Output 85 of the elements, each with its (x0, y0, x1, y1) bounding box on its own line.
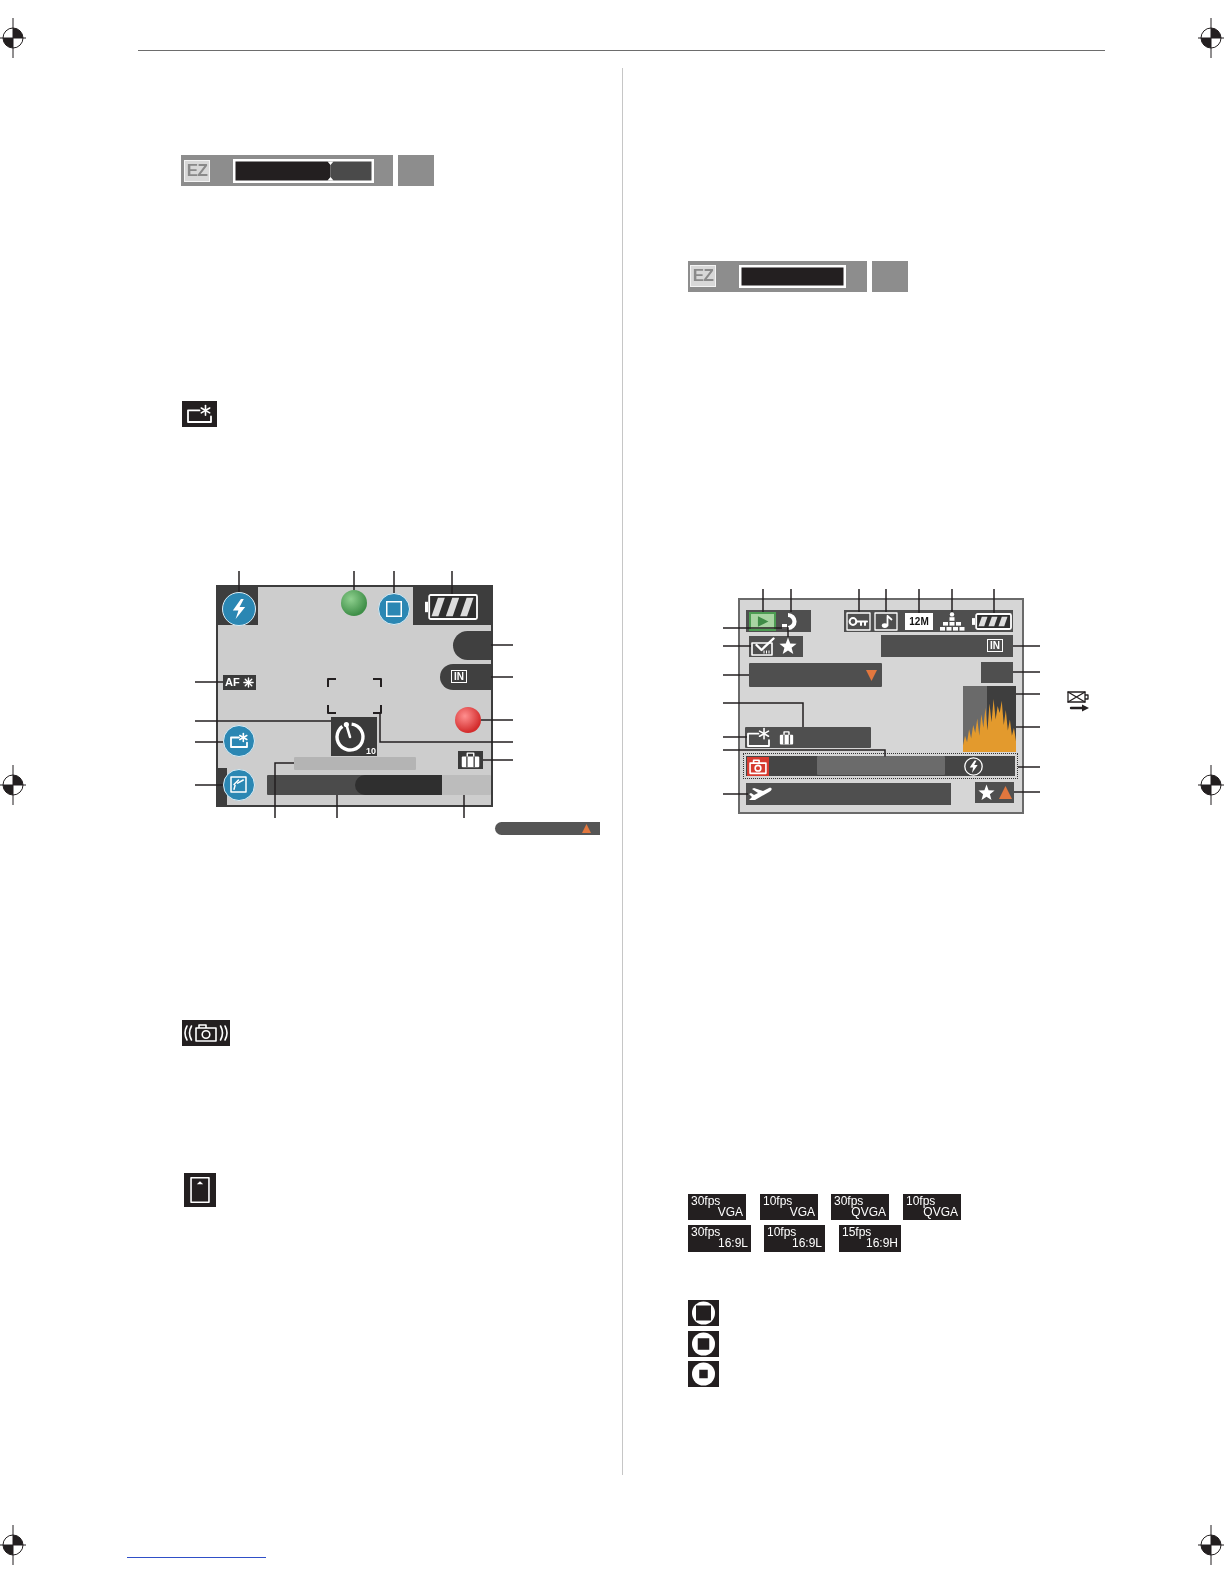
envelope-check-icon (751, 637, 775, 656)
leader-line (1012, 671, 1041, 673)
leader-line (790, 588, 792, 613)
battery-icon (425, 594, 478, 620)
shooting-info-band (743, 753, 1018, 779)
leader-line (238, 570, 240, 593)
info-bar (745, 727, 871, 748)
info-segment (816, 756, 945, 775)
leader-line (274, 762, 295, 819)
video-mode-label: 30fps 16:9L (688, 1225, 751, 1252)
leader-line (858, 588, 860, 613)
suitcase-icon (458, 751, 483, 769)
leader-line (1012, 645, 1041, 647)
leader-line (722, 702, 804, 728)
recording-dot (455, 707, 481, 733)
leader-line (1015, 693, 1041, 695)
leader-line (194, 720, 332, 722)
leader-line (993, 588, 995, 614)
video-mode-label: 10fps 16:9L (764, 1225, 825, 1252)
mode-indicator (378, 593, 410, 625)
key-icon (846, 612, 871, 631)
af-indicator (223, 675, 256, 690)
memory-label: IN (987, 639, 1003, 652)
memory-bar (881, 635, 1013, 657)
leader-line (393, 570, 395, 594)
leader-line (1017, 766, 1041, 768)
leader-line (722, 749, 886, 758)
status-bar-end (442, 775, 491, 795)
leader-line (194, 784, 224, 786)
airplane-icon (748, 785, 773, 803)
leader-line (353, 570, 355, 591)
leader-line (722, 736, 748, 738)
leader-line (451, 570, 453, 595)
backlight-indicator (223, 725, 255, 757)
memory-label: IN (451, 670, 467, 683)
status-bar (267, 775, 442, 795)
leader-line (885, 588, 887, 613)
leader-line (722, 645, 752, 647)
video-mode-label: 30fps VGA (688, 1194, 746, 1220)
leader-line (480, 719, 514, 721)
camera-screen (216, 585, 493, 807)
leader-line (336, 794, 338, 819)
zoom-mode-label: EZ (184, 160, 210, 182)
zoom-mode-label: EZ (690, 265, 716, 287)
histogram-panel (963, 686, 1016, 752)
self-timer-indicator (331, 717, 377, 756)
leader-line (482, 759, 514, 761)
leader-line (722, 793, 749, 795)
info-bar (294, 757, 416, 770)
histogram-graph (963, 698, 1016, 752)
video-mode-label: 30fps QVGA (831, 1194, 889, 1220)
stack-icon (939, 612, 965, 631)
playback-screen (738, 598, 1024, 814)
rating-box (975, 782, 1014, 803)
battery-icon (972, 613, 1012, 630)
sparkle-frame-icon (747, 728, 770, 747)
memory-tab (440, 664, 491, 690)
leader-line (379, 713, 514, 743)
star-icon (779, 637, 797, 655)
scene-indicator (223, 769, 255, 801)
video-mode-label: 10fps VGA (760, 1194, 818, 1220)
leader-line (762, 588, 764, 613)
play-icon (749, 612, 776, 631)
info-box (981, 662, 1013, 683)
timer-seconds: 10 (366, 746, 376, 756)
leader-line (1015, 726, 1041, 728)
status-dot (341, 590, 367, 616)
video-mode-label: 15fps 16:9H (839, 1225, 901, 1252)
leader-line (1013, 791, 1041, 793)
leader-line (490, 676, 514, 678)
leader-line (918, 588, 920, 614)
leader-line (194, 741, 224, 743)
info-bar (749, 663, 882, 687)
display-tab (453, 631, 491, 660)
leader-line (951, 588, 953, 613)
leader-line (722, 627, 789, 638)
video-mode-label: 10fps QVGA (903, 1194, 961, 1220)
leader-line (463, 794, 465, 819)
leader-line (490, 644, 514, 646)
focus-frame (327, 678, 382, 714)
leader-line (194, 681, 224, 683)
leader-line (722, 674, 750, 676)
resolution-text: 12M (908, 615, 930, 629)
af-label: AF (225, 675, 240, 690)
music-note-icon (874, 612, 898, 631)
